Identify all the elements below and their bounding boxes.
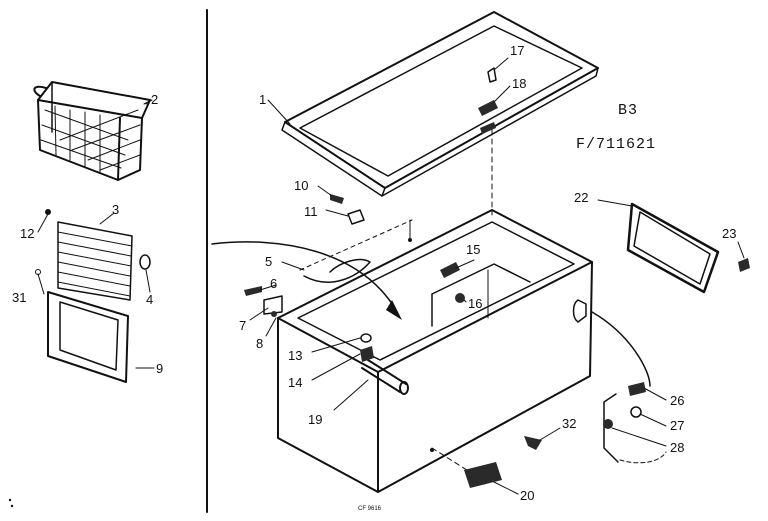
part-23-screw — [738, 258, 750, 272]
label-part-20: 20 — [520, 488, 534, 503]
hinge-block — [478, 100, 498, 116]
part-10-knob — [330, 194, 344, 204]
assembly-arrowhead — [386, 300, 402, 320]
part-11-housing — [347, 209, 365, 225]
label-part-27: 27 — [670, 418, 684, 433]
label-part-32: 32 — [562, 416, 576, 431]
back-panel — [626, 202, 720, 294]
label-part-18: 18 — [512, 76, 526, 91]
part-26-plug — [628, 382, 646, 396]
window-frame — [47, 291, 129, 383]
part-16-screw — [455, 293, 465, 303]
part-20-handle — [464, 462, 502, 488]
label-part-11: 11 — [304, 204, 318, 219]
label-part-5: 5 — [265, 254, 272, 269]
label-part-12: 12 — [20, 226, 34, 241]
hinge-mount — [480, 122, 496, 134]
hinge-pin — [487, 67, 497, 83]
label-part-13: 13 — [288, 348, 302, 363]
part-27-grommet — [630, 406, 642, 418]
drain-tube-end — [399, 381, 409, 395]
part-8-nut — [271, 311, 277, 317]
part-28-clip — [603, 419, 613, 429]
label-part-19: 19 — [308, 412, 322, 427]
part-5-cord — [303, 258, 371, 283]
label-part-22: 22 — [574, 190, 588, 205]
handle-mount-dot — [430, 448, 434, 452]
label-part-8: 8 — [256, 336, 263, 351]
assembly-arrow — [211, 241, 397, 311]
label-part-3: 3 — [112, 202, 119, 217]
label-part-7: 7 — [239, 318, 246, 333]
label-part-10: 10 — [294, 178, 308, 193]
label-part-23: 23 — [722, 226, 736, 241]
label-part-9: 9 — [156, 361, 163, 376]
front-grille — [35, 209, 151, 301]
part-6-bolt — [244, 286, 262, 296]
label-part-15: 15 — [466, 242, 480, 257]
model-number: F/711621 — [576, 136, 656, 153]
power-cord-assembly — [591, 311, 667, 464]
part-15-bracket — [440, 262, 460, 278]
alignment-line-handle — [431, 447, 471, 473]
part-14-plug — [360, 346, 374, 362]
probe-tip — [408, 238, 412, 242]
label-part-31: 31 — [12, 290, 26, 305]
part-labels: 1 2 3 4 5 6 7 8 9 10 11 12 13 14 15 16 1… — [12, 43, 736, 503]
lid — [281, 11, 599, 197]
drain-tube — [361, 359, 407, 393]
label-part-16: 16 — [468, 296, 482, 311]
label-part-14: 14 — [288, 375, 302, 390]
label-part-6: 6 — [270, 276, 277, 291]
grille-knob — [139, 254, 151, 270]
model-code: B3 — [618, 102, 638, 119]
label-part-26: 26 — [670, 393, 684, 408]
alignment-line-rod — [299, 219, 413, 271]
label-part-4: 4 — [146, 292, 153, 307]
basket — [33, 81, 153, 181]
part-13-cap — [360, 333, 372, 343]
scan-speck — [8, 498, 12, 502]
label-part-1: 1 — [259, 92, 266, 107]
label-part-28: 28 — [670, 440, 684, 455]
freezer-cabinet — [277, 209, 593, 493]
part-32-fastener — [524, 436, 542, 450]
drawing-code: CF 9616 — [358, 506, 382, 512]
scan-speck — [10, 504, 14, 508]
part-7-bracket — [263, 295, 283, 315]
label-part-17: 17 — [510, 43, 524, 58]
label-part-2: 2 — [151, 92, 158, 107]
side-vent — [572, 299, 587, 323]
leader-lines — [37, 57, 745, 495]
screw-12 — [45, 209, 51, 215]
